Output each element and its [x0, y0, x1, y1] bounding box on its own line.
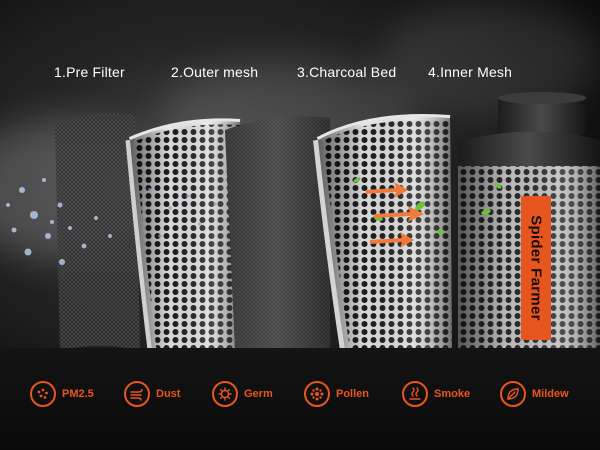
smoke-icon [402, 381, 428, 407]
pre-filter-layer [55, 112, 140, 350]
charcoal-bed-layer [225, 116, 330, 350]
brand-text: Spider Farmer [527, 215, 545, 321]
pollutant-label: Smoke [434, 388, 471, 400]
airflow-arrows [366, 182, 424, 248]
outer-mesh-layer [125, 118, 241, 351]
pollutant-label: PM2.5 [62, 388, 94, 400]
pollutant-pollen: Pollen [304, 380, 369, 408]
pollutant-label: Dust [156, 388, 181, 400]
pollutant-dust: Dust [124, 380, 180, 408]
pollutant-label: Mildew [532, 388, 569, 400]
layer-label-pre-filter: 1.Pre Filter [54, 64, 125, 80]
mildew-icon [500, 381, 526, 407]
dust-icon [124, 381, 150, 407]
layer-label-outer-mesh: 2.Outer mesh [171, 64, 259, 80]
germ-icon [212, 381, 238, 407]
pollutant-label: Pollen [336, 388, 370, 400]
pollutant-smoke: Smoke [402, 380, 470, 408]
particles-inside [148, 188, 217, 238]
pollutant-germ: Germ [212, 380, 273, 408]
pollutant-mildew: Mildew [500, 380, 569, 408]
pollutant-label: Germ [244, 388, 273, 400]
layer-label-inner-mesh: 4.Inner Mesh [428, 64, 513, 80]
pollutant-pm25: PM2.5 [30, 380, 94, 408]
brand-label [521, 196, 551, 340]
pollen-icon [304, 381, 330, 407]
pm25-icon [30, 381, 56, 407]
particles [6, 178, 112, 265]
inner-mesh-layer [313, 113, 452, 351]
layer-label-charcoal-bed: 3.Charcoal Bed [297, 64, 397, 80]
